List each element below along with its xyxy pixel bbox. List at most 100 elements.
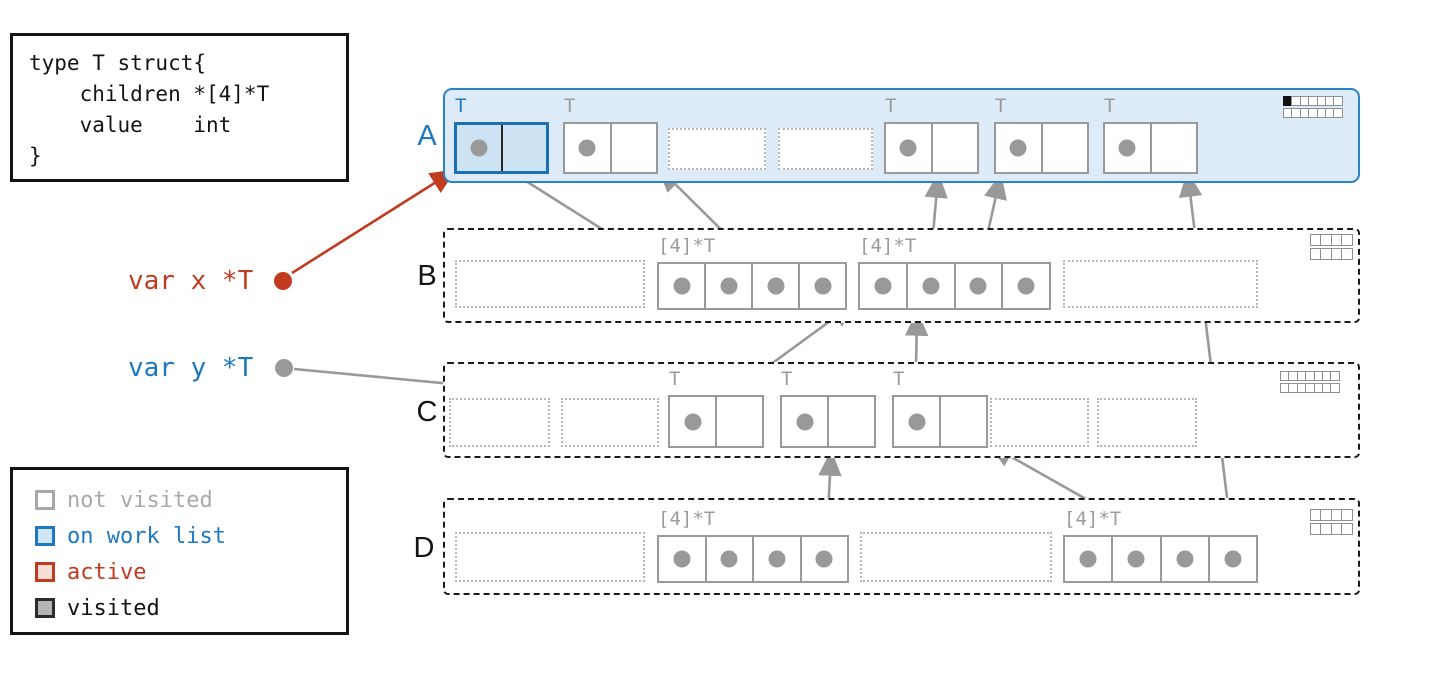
pointer-dot (874, 277, 892, 295)
heap-object-A7 (1103, 122, 1198, 174)
bitmap-row (1283, 108, 1344, 118)
object-cell (1040, 124, 1088, 172)
object-cell (860, 264, 906, 308)
heap-object-C5 (892, 395, 988, 448)
free-slot (455, 532, 645, 582)
object-cell (799, 537, 848, 581)
type-label: T (564, 95, 576, 117)
allocation-bitmap-B (1310, 234, 1354, 260)
heap-object-A1 (454, 122, 549, 174)
legend-item-visited: visited (35, 590, 346, 626)
allocation-bitmap-A (1283, 96, 1344, 118)
type-label: T (669, 368, 681, 390)
pointer-dot (1176, 550, 1194, 568)
type-label: T (995, 95, 1007, 117)
legend-label-visited: visited (67, 595, 160, 621)
bitmap-cell (1333, 96, 1344, 106)
legend-swatch-active-icon (35, 562, 55, 582)
object-cell (500, 125, 547, 171)
legend-box: not visited on work list active visited (10, 467, 349, 635)
object-cell (1159, 537, 1208, 581)
code-line: children *[4]*T (29, 82, 270, 106)
object-cell (1105, 124, 1150, 172)
legend-swatch-visited-icon (35, 598, 55, 618)
object-cell (565, 124, 610, 172)
object-cell (751, 264, 798, 308)
var-dot-y (275, 359, 293, 377)
pointer-dot (768, 550, 786, 568)
pointer-dot (578, 139, 596, 157)
object-cell (996, 124, 1041, 172)
span-label-D: D (413, 532, 435, 564)
pointer-dot (1224, 550, 1242, 568)
pointer-dot (767, 277, 784, 295)
object-cell (930, 124, 978, 172)
free-slot (561, 398, 659, 447)
object-cell (1065, 537, 1111, 581)
legend-item-active: active (35, 554, 346, 590)
arrow-var-x-to-A1 (291, 169, 457, 275)
legend-swatch-free-icon (35, 490, 55, 510)
heap-object-A6 (994, 122, 1089, 174)
pointer-dot (470, 139, 488, 157)
bitmap-cell (1341, 523, 1354, 535)
pointer-dot (969, 277, 987, 295)
var-label-x: var x *T (128, 266, 254, 296)
allocation-bitmap-C (1280, 371, 1341, 393)
pointer-dot (1118, 139, 1136, 157)
free-slot (668, 128, 766, 170)
pointer-dot (922, 277, 940, 295)
heap-object-D2 (657, 535, 849, 583)
free-slot (778, 128, 873, 170)
object-cell (827, 397, 874, 446)
bitmap-row (1280, 383, 1341, 393)
heap-object-A5 (884, 122, 979, 174)
type-label: T (885, 95, 897, 117)
pointer-dot (908, 413, 925, 430)
object-cell (782, 397, 827, 446)
pointer-dot (815, 550, 833, 568)
object-cell (886, 124, 931, 172)
pointer-dot (1009, 139, 1027, 157)
span-label-A: A (417, 120, 437, 152)
object-cell (1149, 124, 1197, 172)
pointer-dot (814, 277, 831, 295)
legend-item-free: not visited (35, 482, 346, 518)
object-cell (894, 397, 939, 446)
pointer-dot (1079, 550, 1097, 568)
allocation-bitmap-D (1310, 509, 1354, 535)
heap-object-B3 (858, 262, 1051, 310)
bitmap-cell (1330, 383, 1341, 393)
type-label: T (455, 95, 467, 117)
pointer-dot (1127, 550, 1145, 568)
bitmap-row (1310, 509, 1354, 521)
heap-object-D4 (1063, 535, 1258, 583)
object-cell (704, 537, 753, 581)
type-label: T (781, 368, 793, 390)
var-dot-x (274, 272, 292, 290)
type-label: [4]*T (658, 508, 716, 530)
bitmap-cell (1341, 234, 1354, 246)
object-cell (457, 125, 501, 171)
pointer-dot (796, 413, 813, 430)
var-label-y: var y *T (128, 353, 254, 383)
free-slot (990, 398, 1089, 447)
bitmap-cell (1341, 248, 1354, 260)
legend-label-free: not visited (67, 487, 213, 513)
type-label: [4]*T (859, 235, 917, 257)
legend-swatch-worklist-icon (35, 526, 55, 546)
heap-object-C4 (780, 395, 876, 448)
object-cell (798, 264, 845, 308)
code-line: type T struct{ (29, 51, 207, 75)
object-cell (905, 264, 954, 308)
object-cell (953, 264, 1002, 308)
pointer-dot (684, 413, 701, 430)
bitmap-row (1310, 234, 1354, 246)
free-slot (455, 260, 645, 308)
legend-label-worklist: on work list (67, 523, 226, 549)
pointer-dot (673, 277, 690, 295)
pointer-dot (899, 139, 917, 157)
pointer-dot (720, 550, 738, 568)
object-cell (715, 397, 762, 446)
